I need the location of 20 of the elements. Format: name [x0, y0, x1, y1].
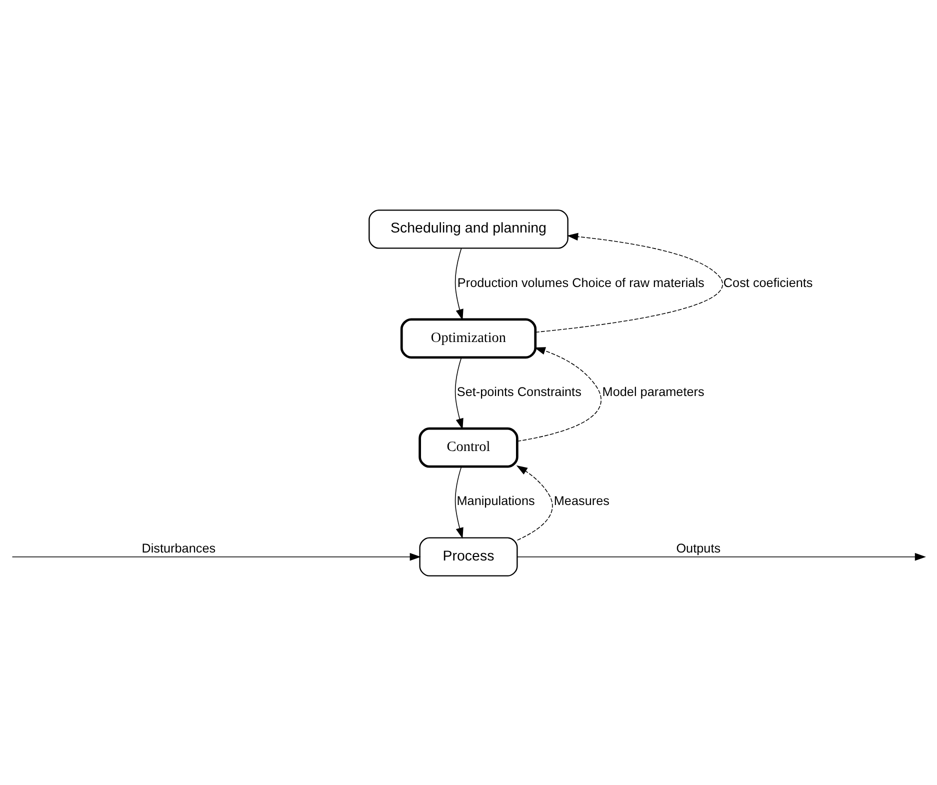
edge-label: Disturbances	[142, 541, 216, 556]
edge-label: Manipulations	[456, 494, 535, 508]
arrow	[454, 466, 464, 538]
edge-label: Model parameters	[602, 384, 704, 399]
node-box: Scheduling and planning	[368, 209, 568, 248]
arrow	[454, 356, 464, 430]
edge-label: Production volumes Choice of raw materials	[457, 275, 704, 290]
arrow	[516, 346, 602, 442]
edge-label: Set-points Constraints	[456, 384, 582, 399]
arrow	[12, 552, 421, 560]
arrow	[535, 232, 724, 332]
edge-label: Outputs	[676, 541, 721, 556]
node-box: Control	[418, 426, 518, 468]
arrow	[516, 552, 926, 560]
arrow	[516, 464, 553, 540]
edge-label: Measures	[554, 494, 610, 508]
arrow	[454, 247, 464, 320]
node-box: Optimization	[400, 318, 537, 358]
node-box: Process	[419, 536, 518, 576]
edge-label: Cost coeficients	[723, 275, 813, 290]
